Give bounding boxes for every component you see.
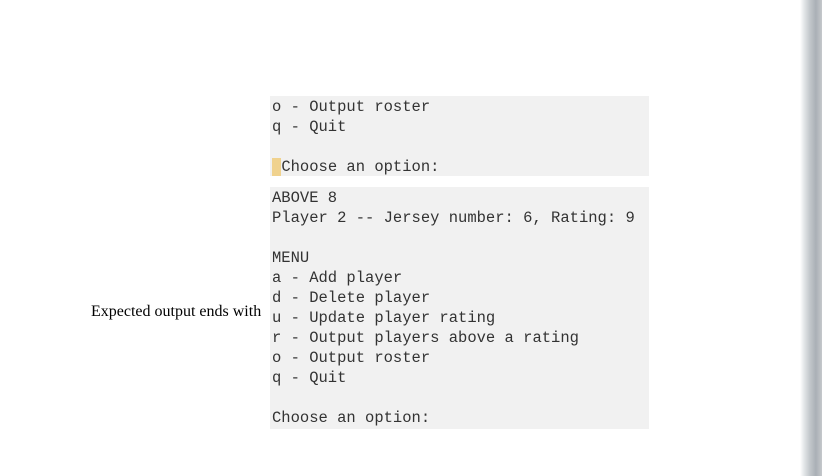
console-line: q - Quit — [272, 118, 347, 136]
console-line-text: Choose an option: — [281, 158, 440, 176]
console-line: o - Output roster — [272, 98, 431, 116]
console-line: Choose an option: — [272, 409, 431, 427]
highlighted-whitespace — [272, 158, 282, 176]
console-line: o - Output roster — [272, 349, 431, 367]
console-line: q - Quit — [272, 369, 347, 387]
console-line — [272, 228, 649, 248]
vertical-scrollbar[interactable] — [800, 0, 822, 476]
expected-output-label: Expected output ends with — [91, 303, 262, 320]
console-line: MENU — [272, 249, 310, 267]
console-line: d - Delete player — [272, 289, 431, 307]
console-line — [272, 137, 649, 157]
console-line: u - Update player rating — [272, 309, 496, 327]
console-line: Player 2 -- Jersey number: 6, Rating: 9 — [272, 209, 635, 227]
top-console-output-box: o - Output roster q - Quit Choose an opt… — [270, 96, 649, 176]
console-line: ABOVE 8 — [272, 189, 338, 207]
console-line: Choose an option: — [272, 157, 649, 176]
console-line: a - Add player — [272, 269, 403, 287]
console-line — [272, 388, 649, 408]
expected-output-box: ABOVE 8 Player 2 -- Jersey number: 6, Ra… — [270, 187, 649, 429]
console-line: r - Output players above a rating — [272, 329, 579, 347]
